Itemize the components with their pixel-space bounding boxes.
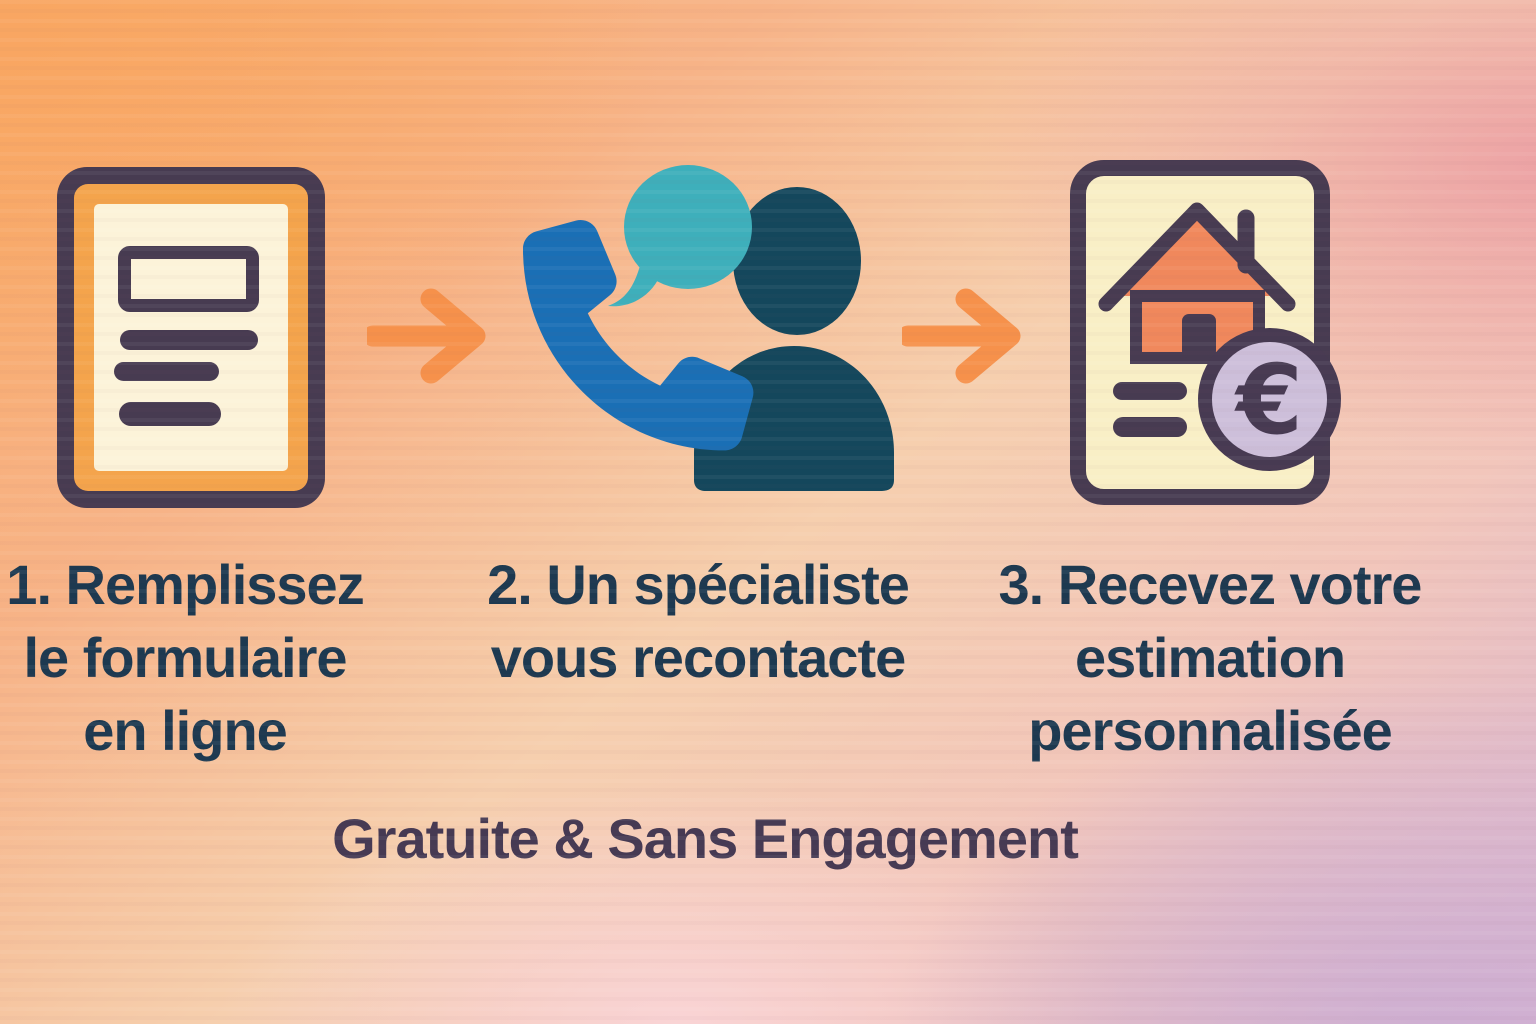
step-3-line-1: 3. Recevez votre	[998, 553, 1423, 616]
form-field-outline	[118, 246, 259, 312]
house-icon	[1098, 202, 1296, 364]
arrow-right-icon	[902, 288, 1021, 384]
step-1-caption: 1. Remplissez le formulaire en ligne	[0, 548, 410, 767]
step-3-line-3: personnalisée	[1028, 699, 1393, 762]
arrow-right-icon	[367, 288, 486, 384]
phone-icon	[523, 219, 754, 451]
step-3-caption: 3. Recevez votre estimation personnalisé…	[985, 548, 1435, 767]
document-text-line	[1113, 417, 1187, 437]
step-3-line-2: estimation	[1074, 626, 1346, 689]
document-text-line	[1113, 382, 1187, 400]
footer-tagline: Gratuite & Sans Engagement	[332, 807, 1079, 870]
form-text-line	[119, 402, 221, 426]
step-1-line-1: 1. Remplissez	[6, 553, 364, 616]
form-text-line	[120, 330, 258, 350]
form-text-line	[114, 362, 219, 381]
step-1-line-3: en ligne	[83, 699, 288, 762]
step-1-line-2: le formulaire	[23, 626, 347, 689]
phone-specialist-icon	[523, 165, 894, 491]
euro-symbol: €	[1236, 343, 1303, 456]
form-document-icon	[57, 167, 325, 508]
step-2-line-1: 2. Un spécialiste	[487, 553, 910, 616]
speech-bubble-icon	[608, 165, 752, 307]
step-2-caption: 2. Un spécialiste vous recontacte	[473, 548, 923, 694]
euro-coin-icon: €	[1198, 328, 1341, 471]
step-2-line-2: vous recontacte	[490, 626, 907, 689]
